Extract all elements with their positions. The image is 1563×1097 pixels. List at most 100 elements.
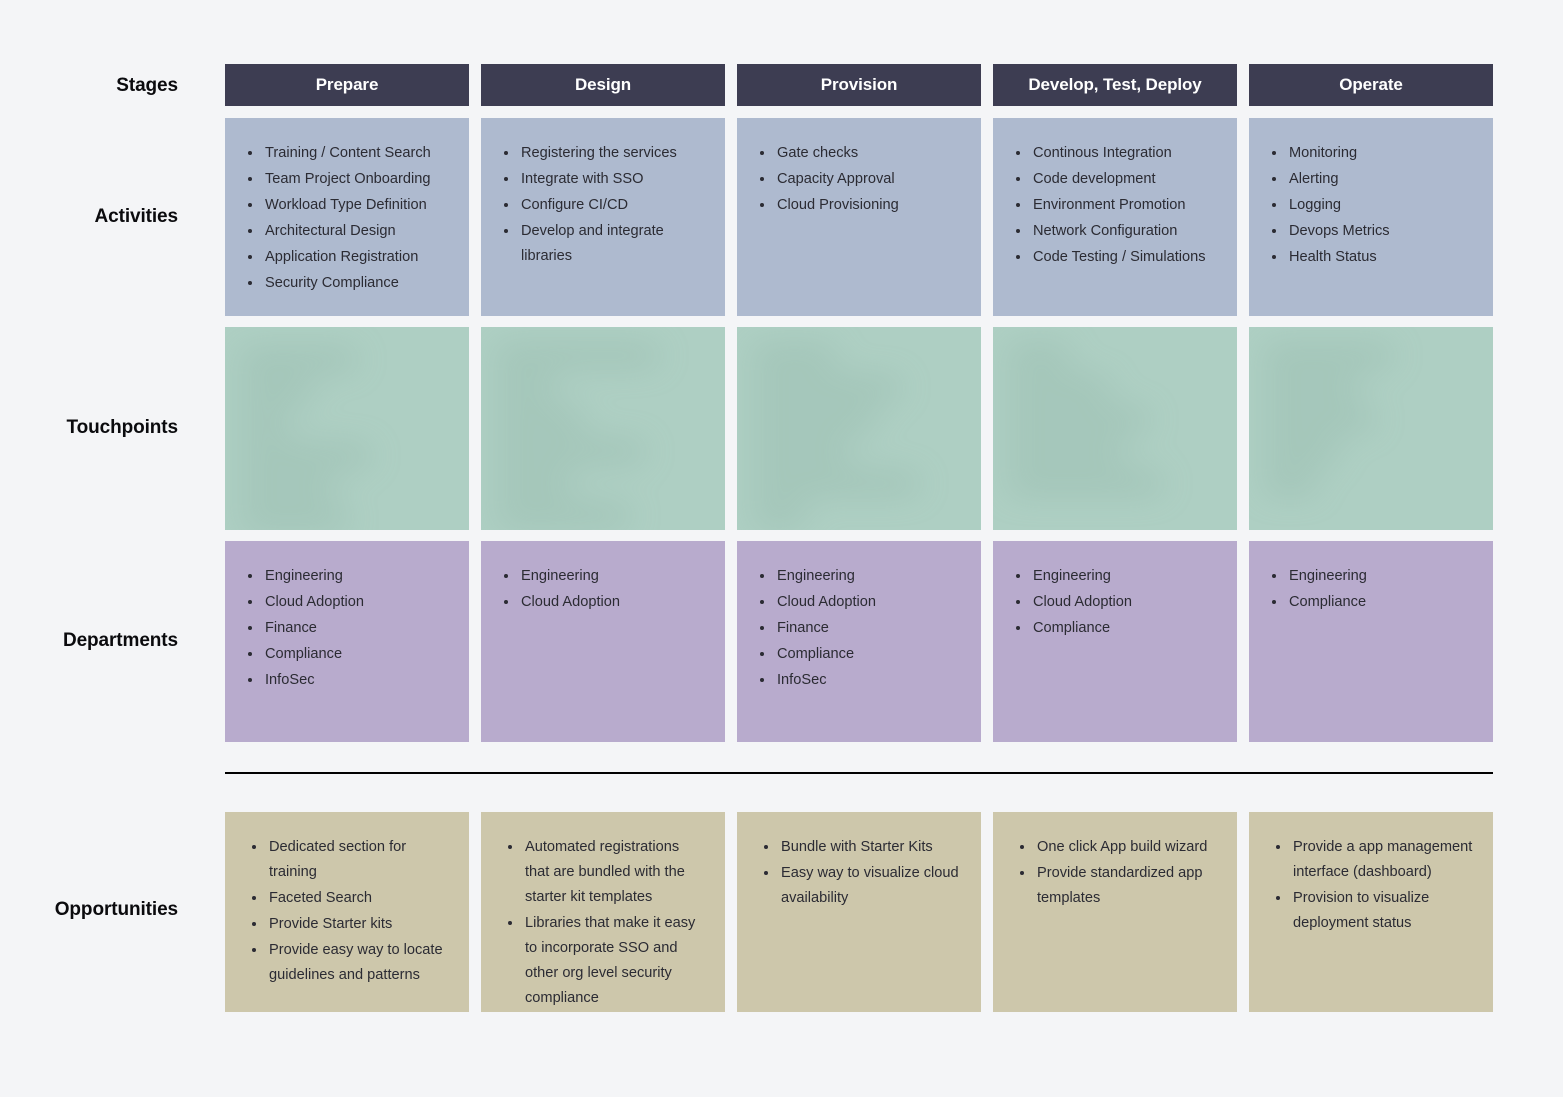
- touchpoints-cell-provision: [737, 327, 981, 530]
- row-label-departments: Departments: [62, 630, 178, 651]
- list-item: Registering the services: [519, 140, 707, 166]
- redacted-content: [993, 327, 1237, 530]
- redacted-content: [1249, 327, 1493, 530]
- list-item: Configure CI/CD: [519, 192, 707, 218]
- list-item: Cloud Adoption: [519, 589, 707, 615]
- list-item: Training / Content Search: [263, 140, 451, 166]
- list-item: Provision to visualize deployment status: [1291, 885, 1475, 936]
- departments-list: EngineeringCloud AdoptionFinanceComplian…: [755, 563, 963, 693]
- departments-list: EngineeringCloud AdoptionCompliance: [1011, 563, 1219, 641]
- activities-list: MonitoringAlertingLoggingDevops MetricsH…: [1267, 140, 1475, 270]
- redacted-content: [737, 327, 981, 530]
- list-item: Bundle with Starter Kits: [779, 834, 963, 860]
- list-item: Cloud Adoption: [1031, 589, 1219, 615]
- departments-cell-prepare: EngineeringCloud AdoptionFinanceComplian…: [225, 541, 469, 742]
- row-label-activities: Activities: [94, 206, 179, 227]
- opportunities-cell-provision: Bundle with Starter KitsEasy way to visu…: [737, 812, 981, 1012]
- redacted-content: [225, 327, 469, 530]
- opportunities-list: Bundle with Starter KitsEasy way to visu…: [759, 834, 963, 911]
- opportunities-cell-prepare: Dedicated section for trainingFaceted Se…: [225, 812, 469, 1012]
- list-item: Compliance: [775, 641, 963, 667]
- row-label-stages: Stages: [116, 75, 178, 96]
- section-divider: [225, 772, 1493, 774]
- row-label-touchpoints: Touchpoints: [66, 417, 179, 438]
- list-item: Workload Type Definition: [263, 192, 451, 218]
- list-item: Cloud Adoption: [775, 589, 963, 615]
- list-item: Devops Metrics: [1287, 218, 1475, 244]
- list-item: Finance: [775, 615, 963, 641]
- list-item: Application Registration: [263, 244, 451, 270]
- departments-cell-provision: EngineeringCloud AdoptionFinanceComplian…: [737, 541, 981, 742]
- list-item: Compliance: [263, 641, 451, 667]
- activities-list: Gate checksCapacity ApprovalCloud Provis…: [755, 140, 963, 218]
- departments-list: EngineeringCompliance: [1267, 563, 1475, 615]
- row-label-opportunities: Opportunities: [54, 899, 178, 920]
- departments-list: EngineeringCloud AdoptionFinanceComplian…: [243, 563, 451, 693]
- list-item: Engineering: [519, 563, 707, 589]
- departments-row: EngineeringCloud AdoptionFinanceComplian…: [225, 541, 1493, 742]
- departments-cell-develop-test-deploy: EngineeringCloud AdoptionCompliance: [993, 541, 1237, 742]
- redacted-content: [481, 327, 725, 530]
- activities-cell-provision: Gate checksCapacity ApprovalCloud Provis…: [737, 118, 981, 316]
- opportunities-row: Dedicated section for trainingFaceted Se…: [225, 812, 1493, 1012]
- stage-header-design[interactable]: Design: [481, 64, 725, 106]
- list-item: Monitoring: [1287, 140, 1475, 166]
- departments-list: EngineeringCloud Adoption: [499, 563, 707, 615]
- list-item: Security Compliance: [263, 270, 451, 296]
- list-item: Team Project Onboarding: [263, 166, 451, 192]
- list-item: Dedicated section for training: [267, 834, 451, 885]
- activities-row: Training / Content SearchTeam Project On…: [225, 118, 1493, 316]
- opportunities-list: Automated registrations that are bundled…: [503, 834, 707, 1011]
- touchpoints-cell-develop-test-deploy: [993, 327, 1237, 530]
- activities-cell-design: Registering the servicesIntegrate with S…: [481, 118, 725, 316]
- list-item: Provide easy way to locate guidelines an…: [267, 937, 451, 988]
- activities-list: Training / Content SearchTeam Project On…: [243, 140, 451, 296]
- departments-cell-operate: EngineeringCompliance: [1249, 541, 1493, 742]
- opportunities-cell-develop-test-deploy: One click App build wizardProvide standa…: [993, 812, 1237, 1012]
- list-item: Network Configuration: [1031, 218, 1219, 244]
- list-item: Code development: [1031, 166, 1219, 192]
- opportunities-cell-operate: Provide a app management interface (dash…: [1249, 812, 1493, 1012]
- activities-list: Registering the servicesIntegrate with S…: [499, 140, 707, 269]
- list-item: Logging: [1287, 192, 1475, 218]
- list-item: Engineering: [1031, 563, 1219, 589]
- list-item: InfoSec: [775, 667, 963, 693]
- list-item: Cloud Adoption: [263, 589, 451, 615]
- touchpoints-cell-prepare: [225, 327, 469, 530]
- touchpoints-cell-design: [481, 327, 725, 530]
- stage-header-develop-test-deploy[interactable]: Develop, Test, Deploy: [993, 64, 1237, 106]
- list-item: Architectural Design: [263, 218, 451, 244]
- list-item: Faceted Search: [267, 885, 451, 911]
- list-item: Integrate with SSO: [519, 166, 707, 192]
- list-item: Compliance: [1287, 589, 1475, 615]
- list-item: Engineering: [1287, 563, 1475, 589]
- opportunities-list: One click App build wizardProvide standa…: [1015, 834, 1219, 911]
- list-item: Engineering: [775, 563, 963, 589]
- list-item: Engineering: [263, 563, 451, 589]
- departments-cell-design: EngineeringCloud Adoption: [481, 541, 725, 742]
- activities-cell-develop-test-deploy: Continous IntegrationCode developmentEnv…: [993, 118, 1237, 316]
- touchpoints-cell-operate: [1249, 327, 1493, 530]
- list-item: Compliance: [1031, 615, 1219, 641]
- stage-header-operate[interactable]: Operate: [1249, 64, 1493, 106]
- touchpoints-row: [225, 327, 1493, 530]
- list-item: Provide standardized app templates: [1035, 860, 1219, 911]
- list-item: One click App build wizard: [1035, 834, 1219, 860]
- list-item: Finance: [263, 615, 451, 641]
- list-item: Environment Promotion: [1031, 192, 1219, 218]
- list-item: Capacity Approval: [775, 166, 963, 192]
- list-item: Cloud Provisioning: [775, 192, 963, 218]
- opportunities-list: Provide a app management interface (dash…: [1271, 834, 1475, 936]
- list-item: Gate checks: [775, 140, 963, 166]
- list-item: Develop and integrate libraries: [519, 218, 707, 269]
- stage-header-provision[interactable]: Provision: [737, 64, 981, 106]
- list-item: Code Testing / Simulations: [1031, 244, 1219, 270]
- stage-header-prepare[interactable]: Prepare: [225, 64, 469, 106]
- list-item: Continous Integration: [1031, 140, 1219, 166]
- list-item: Alerting: [1287, 166, 1475, 192]
- list-item: Provide a app management interface (dash…: [1291, 834, 1475, 885]
- opportunities-list: Dedicated section for trainingFaceted Se…: [247, 834, 451, 988]
- activities-cell-prepare: Training / Content SearchTeam Project On…: [225, 118, 469, 316]
- activities-cell-operate: MonitoringAlertingLoggingDevops MetricsH…: [1249, 118, 1493, 316]
